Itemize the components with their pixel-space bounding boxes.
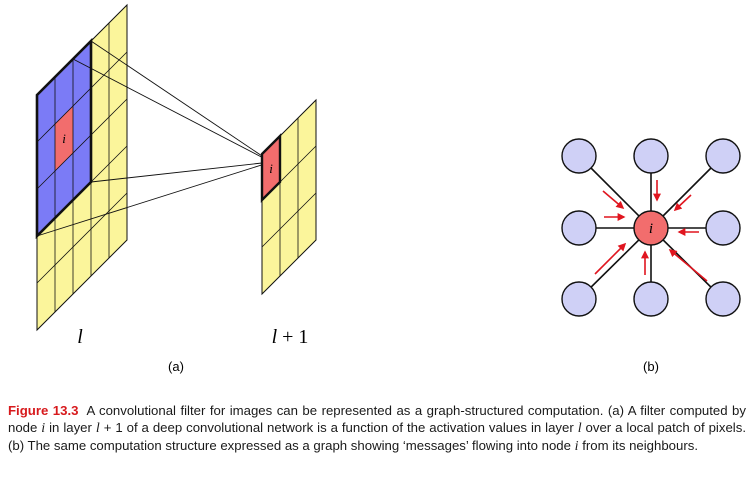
layer-l-center-pixel bbox=[55, 106, 73, 171]
arrow-from-bottom-left bbox=[594, 242, 627, 275]
layer-l-label: l bbox=[77, 326, 83, 348]
caption-math: l bbox=[95, 421, 100, 436]
figure-number: Figure 13.3 bbox=[8, 403, 79, 418]
caption-text: over a local patch of pixels. (b) The sa… bbox=[8, 420, 746, 453]
caption-text: A convolutional filter for images can be… bbox=[8, 403, 746, 435]
neighbour-node bbox=[633, 138, 669, 174]
layer-l-plus-1-node-label: i bbox=[269, 161, 273, 176]
caption-math: i bbox=[41, 421, 46, 436]
neighbour-node bbox=[561, 138, 597, 174]
figure-diagram: i i l l + 1 (a) bbox=[35, 3, 741, 374]
neighbour-node bbox=[561, 210, 597, 246]
layer-l-plus-1-label: l + 1 bbox=[272, 326, 309, 348]
layer-l-node-label: i bbox=[62, 131, 66, 146]
caption-math: l bbox=[577, 421, 582, 436]
layer-l-plus-1-grid: i bbox=[260, 98, 317, 296]
neighbour-node bbox=[705, 138, 741, 174]
neighbour-nodes bbox=[561, 138, 741, 317]
layer-l-grid: i bbox=[35, 3, 128, 332]
arrow-from-top-right bbox=[673, 194, 692, 212]
neighbour-node bbox=[561, 281, 597, 317]
arrow-from-bottom-right bbox=[668, 248, 708, 282]
center-node-label: i bbox=[649, 221, 653, 237]
neighbour-node bbox=[633, 281, 669, 317]
caption-text: + 1 of a deep convolutional network is a… bbox=[99, 420, 578, 435]
panel-a-sublabel: (a) bbox=[168, 359, 184, 374]
message-arrows bbox=[594, 180, 708, 282]
caption-text: from its neighbours. bbox=[578, 438, 699, 453]
center-node bbox=[633, 210, 669, 246]
caption-text: in layer bbox=[45, 420, 96, 435]
arrow-from-top-left bbox=[602, 190, 625, 210]
layer-l-plus-1-grid-lines bbox=[261, 118, 317, 276]
caption-math: i bbox=[574, 439, 579, 454]
layer-l-plus-1-background bbox=[261, 98, 317, 296]
connection-lines bbox=[36, 40, 272, 237]
neighbour-node bbox=[705, 281, 741, 317]
neighbour-node bbox=[705, 210, 741, 246]
panel-b-sublabel: (b) bbox=[643, 359, 659, 374]
